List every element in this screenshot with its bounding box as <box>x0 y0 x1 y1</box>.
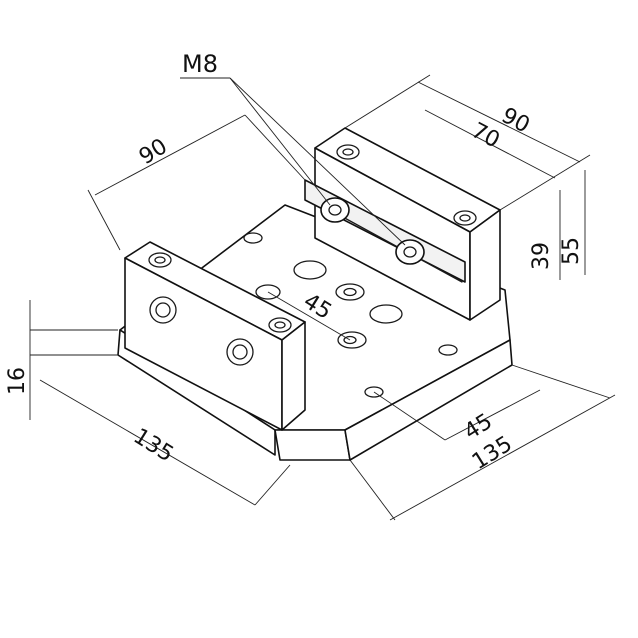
hole <box>243 232 263 244</box>
socket-screw <box>149 296 177 324</box>
dim-left-width: 90 <box>135 134 172 170</box>
rear-block <box>304 127 501 321</box>
dim-base-length-left: 135 <box>129 424 178 467</box>
hole <box>369 304 403 324</box>
hole <box>255 284 281 300</box>
hole <box>364 386 384 398</box>
counterbore <box>148 252 172 268</box>
groove-edge <box>329 209 463 283</box>
base-chamfer <box>274 429 351 461</box>
bolt <box>395 239 425 265</box>
counterbore-inner <box>274 321 286 329</box>
counterbore <box>268 317 292 333</box>
counterbore-inner <box>154 256 166 264</box>
counterbore <box>453 210 477 226</box>
dimension-lines <box>29 74 616 521</box>
base-holes <box>243 232 458 398</box>
counterbore-inner <box>459 214 471 222</box>
hole <box>337 331 367 349</box>
hole <box>335 283 365 301</box>
dim-height-inner: 39 <box>529 242 554 270</box>
hole <box>438 344 458 356</box>
counterbore <box>336 144 360 160</box>
counterbore-inner <box>342 148 354 156</box>
dim-height-outer: 55 <box>559 237 584 265</box>
label-m8: M8 <box>182 50 218 78</box>
socket-screw <box>226 338 254 366</box>
hole-inner <box>343 335 357 345</box>
bolt <box>320 197 350 223</box>
hole-inner <box>343 287 357 297</box>
dim-base-thickness: 16 <box>5 367 30 395</box>
rear-block-right <box>469 209 501 321</box>
front-block-right <box>281 321 306 431</box>
front-block <box>124 241 306 431</box>
hole <box>293 260 327 280</box>
